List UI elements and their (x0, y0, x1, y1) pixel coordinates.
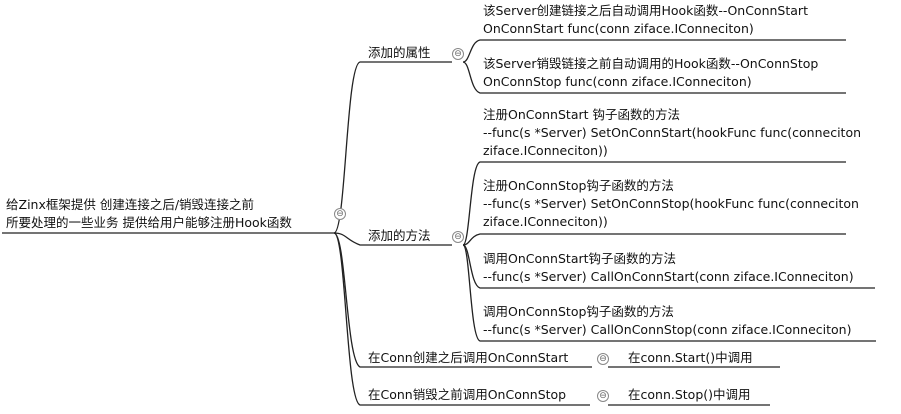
call-start-collapse-icon[interactable]: ⊖ (597, 353, 609, 365)
connector-call-stop (333, 232, 590, 406)
method-leaf-1-line-3: ziface.IConneciton)) (483, 143, 608, 158)
method-leaf-3-line-2: --func(s *Server) CallOnConnStart(conn z… (483, 269, 854, 284)
attributes-collapse-icon[interactable]: ⊖ (452, 48, 464, 60)
attr-leaf-1-line-2: OnConnStart func(conn ziface.IConneciton… (483, 21, 754, 36)
method-leaf-3-line-1: 调用OnConnStart钩子函数的方法 (483, 251, 677, 266)
method-leaf-2-line-1: 注册OnConnStop钩子函数的方法 (483, 178, 674, 193)
methods-collapse-icon[interactable]: ⊖ (452, 231, 464, 243)
attr-leaf-2-line-2: OnConnStop func(conn ziface.IConneciton) (483, 74, 752, 89)
branch-methods: 添加的方法 (368, 228, 431, 243)
call-stop-leaf: 在conn.Stop()中调用 (628, 387, 751, 402)
method-leaf-1-line-1: 注册OnConnStart 钩子函数的方法 (483, 107, 680, 122)
call-stop-collapse-icon[interactable]: ⊖ (597, 390, 609, 402)
attr-leaf-2-line-1: 该Server销毁链接之前自动调用的Hook函数--OnConnStop (483, 56, 819, 71)
call-start-leaf: 在conn.Start()中调用 (628, 350, 753, 365)
attr-leaf-1-line-1: 该Server创建链接之后自动调用Hook函数--OnConnStart (483, 3, 808, 18)
connector-methods (333, 232, 452, 246)
root-collapse-icon[interactable]: ⊖ (334, 208, 346, 220)
method-leaf-2-line-3: ziface.IConneciton)) (483, 214, 608, 229)
method-leaf-4-line-1: 调用OnConnStop钩子函数的方法 (483, 304, 674, 319)
method-leaf-2-line-2: --func(s *Server) SetOnConnStop(hookFunc… (483, 196, 859, 211)
branch-attributes: 添加的属性 (368, 45, 431, 60)
method-leaf-1-line-2: --func(s *Server) SetOnConnStart(hookFun… (483, 125, 862, 140)
connector-attr-leaf-1 (462, 39, 846, 63)
root-node-line-1: 给Zinx框架提供 创建连接之后/销毁连接之前 (6, 197, 255, 212)
branch-call-start: 在Conn创建之后调用OnConnStart (368, 350, 569, 365)
connector-method-leaf-1 (462, 161, 846, 246)
method-leaf-4-line-2: --func(s *Server) CallOnConnStop(conn zi… (483, 322, 852, 337)
connector-method-leaf-4 (462, 244, 876, 342)
connector-method-leaf-2 (462, 233, 846, 246)
root-node-line-2: 所要处理的一些业务 提供给用户能够注册Hook函数 (6, 215, 292, 230)
connector-attributes (333, 61, 452, 234)
connector-attr-leaf-2 (462, 61, 846, 94)
branch-call-stop: 在Conn销毁之前调用OnConnStop (368, 387, 567, 402)
